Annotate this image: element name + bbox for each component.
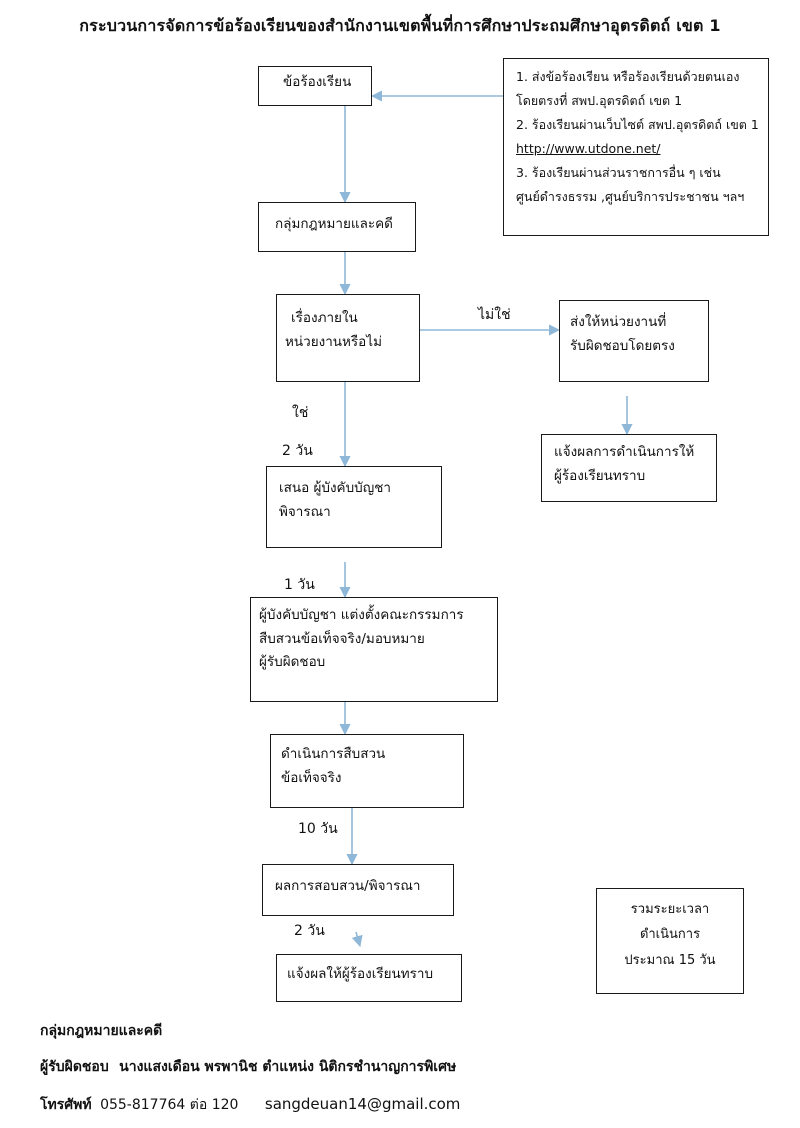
label-no: ไม่ใช่ [478, 307, 511, 323]
node-forward-line-2: รับผิดชอบโดยตรง [570, 337, 675, 354]
label-yes: ใช่ [292, 405, 309, 421]
channel-line-2: โดยตรงที่ สพป.อุตรดิตถ์ เขต 1 [516, 93, 683, 108]
node-legal-group-label: กลุ่มกฎหมายและคดี [275, 216, 393, 232]
label-days-1: 1 วัน [284, 577, 315, 593]
node-result-review: ผลการสอบสวน/พิจารณา [262, 864, 454, 916]
channel-line-5: 3. ร้องเรียนผ่านส่วนราชการอื่น ๆ เช่น [516, 165, 721, 180]
node-result-review-label: ผลการสอบสวน/พิจารณา [275, 878, 421, 894]
total-time-box: รวมระยะเวลา ดำเนินการ ประมาณ 15 วัน [596, 888, 744, 994]
node-appoint-line-2: สืบสวนข้อเท็จจริง/มอบหมาย [259, 630, 425, 647]
footer-contact: โทรศัพท์ 055-817764 ต่อ 120 sangdeuan14@… [40, 1094, 460, 1116]
footer-responsible: ผู้รับผิดชอบ นางแสงเดือน พรพานิช ตำแหน่ง… [40, 1056, 456, 1078]
node-notify-complainant-label: แจ้งผลให้ผู้ร้องเรียนทราบ [287, 966, 434, 982]
channel-line-3: 2. ร้องเรียนผ่านเว็บไซต์ สพป.อุตรดิตถ์ เ… [516, 117, 759, 132]
label-days-10: 10 วัน [298, 821, 338, 837]
total-time-line-2: ดำเนินการ [639, 927, 701, 943]
total-time-line-1: รวมระยะเวลา [630, 902, 710, 917]
node-notify-complainant: แจ้งผลให้ผู้ร้องเรียนทราบ [276, 954, 462, 1002]
arrow-result-to-notify [351, 931, 363, 948]
node-complaint: ข้อร้องเรียน [258, 66, 372, 106]
node-investigate-line-2: ข้อเท็จจริง [281, 769, 342, 786]
label-days-2a: 2 วัน [282, 443, 313, 459]
footer-department-text: กลุ่มกฎหมายและคดี [40, 1023, 163, 1039]
channel-line-1: 1. ส่งข้อร้องเรียน หรือร้องเรียนด้วยตนเอ… [516, 69, 740, 84]
node-complaint-label: ข้อร้องเรียน [283, 74, 352, 90]
node-propose: เสนอ ผู้บังคับบัญชา พิจารณา [266, 466, 442, 548]
footer-phone-value: 055-817764 ต่อ 120 [100, 1097, 239, 1113]
website-link[interactable]: http://www.utdone.net/ [516, 141, 661, 156]
label-days-2b: 2 วัน [294, 923, 325, 939]
node-appoint-line-3: ผู้รับผิดชอบ [259, 654, 326, 671]
node-forward: ส่งให้หน่วยงานที่ รับผิดชอบโดยตรง [559, 300, 709, 382]
node-notify-result-line-1: แจ้งผลการดำเนินการให้ [554, 444, 695, 460]
footer-phone-label: โทรศัพท์ [40, 1097, 92, 1113]
node-decision: เรื่องภายใน หน่วยงานหรือไม่ [276, 294, 420, 382]
node-propose-line-1: เสนอ ผู้บังคับบัญชา [279, 480, 391, 496]
node-forward-line-1: ส่งให้หน่วยงานที่ [570, 314, 667, 330]
node-appoint: ผู้บังคับบัญชา แต่งตั้งคณะกรรมการ สืบสวน… [250, 597, 498, 702]
node-decision-line-2: หน่วยงานหรือไม่ [285, 333, 382, 350]
node-investigate-line-1: ดำเนินการสืบสวน [281, 746, 386, 762]
node-decision-line-1: เรื่องภายใน [291, 310, 358, 326]
node-appoint-line-1: ผู้บังคับบัญชา แต่งตั้งคณะกรรมการ [259, 607, 464, 623]
total-time-line-3: ประมาณ 15 วัน [624, 952, 716, 968]
node-notify-result-line-2: ผู้ร้องเรียนทราบ [554, 467, 646, 484]
footer-email-link[interactable]: sangdeuan14@gmail.com [264, 1095, 461, 1113]
footer-responsible-label: ผู้รับผิดชอบ [40, 1059, 109, 1075]
footer-responsible-value: นางแสงเดือน พรพานิช ตำแหน่ง นิติกรชำนาญก… [119, 1059, 457, 1075]
footer-department: กลุ่มกฎหมายและคดี [40, 1020, 162, 1042]
page-title: กระบวนการจัดการข้อร้องเรียนของสำนักงานเข… [79, 16, 721, 35]
node-legal-group: กลุ่มกฎหมายและคดี [258, 202, 416, 252]
node-investigate: ดำเนินการสืบสวน ข้อเท็จจริง [270, 734, 464, 808]
node-propose-line-2: พิจารณา [279, 503, 331, 520]
channel-line-6: ศูนย์ดำรงธรรม ,ศูนย์บริการประชาชน ฯลฯ [516, 189, 745, 204]
channels-box: 1. ส่งข้อร้องเรียน หรือร้องเรียนด้วยตนเอ… [503, 58, 769, 236]
node-notify-result: แจ้งผลการดำเนินการให้ ผู้ร้องเรียนทราบ [541, 434, 717, 502]
